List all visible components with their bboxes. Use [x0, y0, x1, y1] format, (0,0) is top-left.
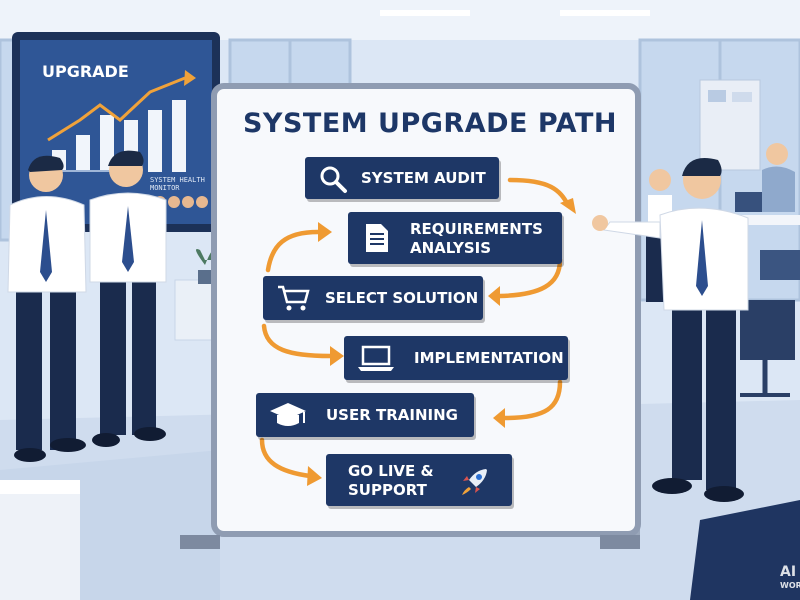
step-requirements-analysis: REQUIREMENTS ANALYSIS — [348, 212, 562, 264]
step-go-live-support: GO LIVE & SUPPORT — [326, 454, 512, 506]
tv-subtitle: SYSTEM HEALTH MONITOR — [150, 176, 205, 192]
step-user-training: USER TRAINING — [256, 393, 474, 437]
step-select-solution: SELECT SOLUTION — [263, 276, 483, 320]
step-label: USER TRAINING — [326, 406, 458, 424]
watermark: AI WOR — [780, 564, 800, 592]
shopping-cart-icon — [277, 284, 311, 316]
step-label-line1: GO LIVE & — [348, 462, 434, 480]
tv-title: UPGRADE — [42, 62, 129, 81]
watermark-line1: AI — [780, 564, 797, 580]
person-left-2 — [89, 150, 167, 447]
step-label-line2: ANALYSIS — [410, 239, 492, 257]
laptop-icon — [356, 344, 396, 376]
step-implementation: IMPLEMENTATION — [344, 336, 568, 380]
rocket-icon — [456, 464, 492, 504]
watermark-line2: WOR — [780, 581, 800, 590]
step-label-line2: SUPPORT — [348, 481, 427, 499]
person-presenter — [592, 158, 749, 502]
step-system-audit: SYSTEM AUDIT — [305, 157, 499, 199]
step-label: SYSTEM AUDIT — [361, 169, 486, 187]
document-icon — [364, 222, 390, 258]
step-label: IMPLEMENTATION — [414, 349, 564, 367]
board-title: SYSTEM UPGRADE PATH — [242, 108, 617, 139]
magnifier-icon — [317, 164, 349, 198]
step-label-line1: REQUIREMENTS — [410, 220, 543, 238]
person-woman-background — [762, 143, 795, 212]
graduation-cap-icon — [268, 401, 308, 433]
person-left-1 — [7, 155, 87, 462]
step-label: SELECT SOLUTION — [325, 289, 479, 307]
